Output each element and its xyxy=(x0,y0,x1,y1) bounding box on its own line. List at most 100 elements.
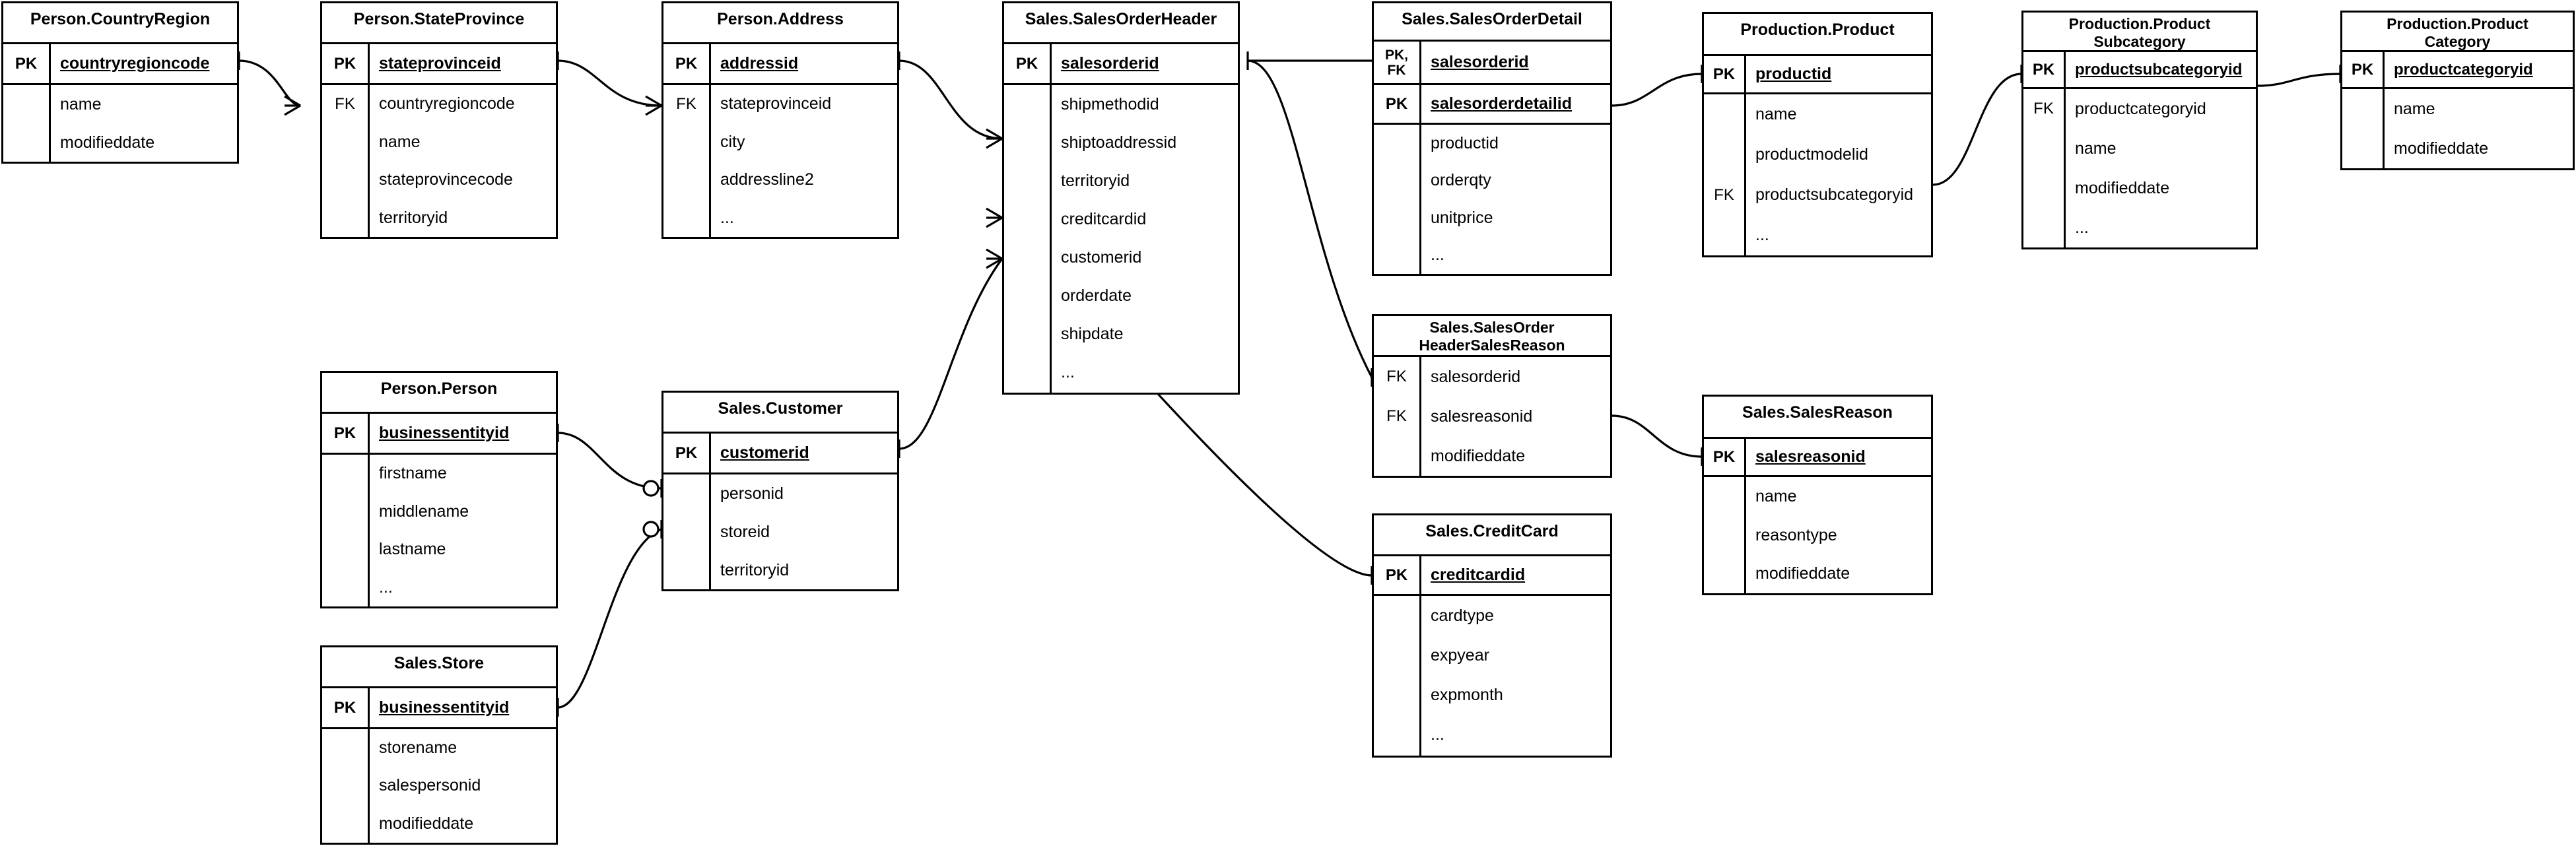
key-row: PK stateprovinceid xyxy=(322,44,556,85)
body-fields: name productmodelid productsubcategoryid… xyxy=(1746,94,1931,255)
key-tag: PK xyxy=(2342,52,2385,87)
body-fields: personid storeid territoryid xyxy=(711,474,897,589)
key-row: PK productcategoryid xyxy=(2342,52,2573,89)
field-tag xyxy=(663,123,709,162)
field-name: modifieddate xyxy=(2075,178,2170,197)
field-name: salespersonid xyxy=(379,776,481,795)
entity-productcategory[interactable]: Production.Product Category PK productca… xyxy=(2340,11,2575,170)
field-name: productcategoryid xyxy=(2075,99,2206,118)
field-name: ... xyxy=(1431,245,1444,265)
entity-body: storename salespersonid modifieddate xyxy=(322,729,556,843)
key-row: PK businessentityid xyxy=(322,414,556,455)
entity-body: firstname middlename lastname ... xyxy=(322,455,556,606)
body-tags xyxy=(663,474,711,589)
entity-customer[interactable]: Sales.Customer PK customerid personid st… xyxy=(661,391,899,591)
field-tag xyxy=(2023,208,2064,247)
field-name: shiptoaddressid xyxy=(1061,133,1177,152)
key-row: PK productid xyxy=(1704,56,1931,94)
field-tag xyxy=(1374,436,1419,476)
field-tag xyxy=(1704,215,1744,255)
entity-productsubcategory[interactable]: Production.Product Subcategory PK produc… xyxy=(2021,11,2258,249)
key-row: PK salesorderid xyxy=(1004,44,1238,85)
entity-salesorderdetail[interactable]: Sales.SalesOrderDetail PK, FK salesorder… xyxy=(1372,1,1612,276)
rel-soh-sohsr xyxy=(1247,59,1373,378)
field-tag xyxy=(3,123,49,162)
rel-stateprovince-address xyxy=(557,59,662,107)
field-tag xyxy=(1004,200,1050,238)
entity-countryregion[interactable]: Person.CountryRegion PK countryregioncod… xyxy=(1,1,239,164)
key-name: businessentityid xyxy=(379,698,510,717)
key-row: PK productsubcategoryid xyxy=(2023,52,2256,89)
key-tag: PK xyxy=(2023,52,2066,87)
field-tag xyxy=(322,531,368,569)
body-fields: productcategoryid name modifieddate ... xyxy=(2066,89,2256,247)
field-tag xyxy=(322,199,368,238)
field-tag xyxy=(1704,135,1744,175)
entity-sohsalesreason[interactable]: Sales.SalesOrder HeaderSalesReason FK FK… xyxy=(1372,314,1612,478)
key-tag: PK xyxy=(322,44,370,83)
field-tag xyxy=(322,455,368,493)
body-fields: salesorderid salesreasonid modifieddate xyxy=(1421,357,1610,476)
field-name: territoryid xyxy=(1061,171,1130,190)
entity-body: FK stateprovinceid city addressline2 ... xyxy=(663,85,897,237)
body-tags xyxy=(1004,85,1052,393)
field-name: salesreasonid xyxy=(1431,407,1533,426)
body-tags: FK FK xyxy=(1374,357,1421,476)
field-name: territoryid xyxy=(379,208,448,227)
field-tag xyxy=(1374,199,1419,237)
entity-title: Person.StateProvince xyxy=(322,3,556,44)
body-fields: shipmethodid shiptoaddressid territoryid… xyxy=(1052,85,1238,393)
field-name: unitprice xyxy=(1431,208,1493,227)
field-tag xyxy=(322,161,368,199)
entity-person[interactable]: Person.Person PK businessentityid firstn… xyxy=(320,371,558,608)
field-name: storeid xyxy=(720,522,770,541)
key-tag: PK xyxy=(1374,85,1421,123)
field-name: name xyxy=(60,94,102,114)
field-tag xyxy=(663,551,709,589)
entity-creditcard[interactable]: Sales.CreditCard PK creditcardid cardtyp… xyxy=(1372,513,1612,758)
field-name: ... xyxy=(379,577,393,597)
field-name: personid xyxy=(720,484,784,503)
entity-salesorderheader[interactable]: Sales.SalesOrderHeader PK salesorderid s… xyxy=(1002,1,1240,395)
key-tag: PK xyxy=(1004,44,1052,83)
entity-salesreason[interactable]: Sales.SalesReason PK salesreasonid name … xyxy=(1702,395,1933,595)
field-name: ... xyxy=(720,208,734,227)
field-tag xyxy=(1374,675,1419,715)
key-tag: PK xyxy=(1704,439,1746,475)
body-tags xyxy=(322,729,370,843)
entity-address[interactable]: Person.Address PK addressid FK stateprov… xyxy=(661,1,899,239)
field-tag xyxy=(1004,277,1050,315)
field-tag xyxy=(322,123,368,162)
field-name: modifieddate xyxy=(1755,564,1850,583)
body-tags xyxy=(1374,125,1421,274)
field-tag xyxy=(1704,554,1744,593)
entity-body: name reasontype modifieddate xyxy=(1704,477,1931,593)
rel-sohsr-salesreason xyxy=(1611,414,1703,458)
key-name: salesreasonid xyxy=(1755,447,1866,466)
entity-title: Production.Product xyxy=(1704,14,1931,56)
field-name: orderdate xyxy=(1061,286,1132,305)
field-name: stateprovincecode xyxy=(379,170,513,189)
field-tag xyxy=(322,805,368,843)
key-tag: PK xyxy=(1374,556,1421,594)
body-tags xyxy=(2342,89,2385,168)
entity-product[interactable]: Production.Product PK productid FK name … xyxy=(1702,12,1933,257)
entity-stateprovince[interactable]: Person.StateProvince PK stateprovinceid … xyxy=(320,1,558,239)
rel-address-salesorderheader xyxy=(898,59,1003,140)
field-name: productid xyxy=(1431,133,1499,152)
entity-title: Person.Address xyxy=(663,3,897,44)
entity-store[interactable]: Sales.Store PK businessentityid storenam… xyxy=(320,645,558,845)
field-tag: FK xyxy=(1386,407,1407,425)
card-zero-one-customer-storeid xyxy=(642,521,660,538)
body-tags: FK xyxy=(322,85,370,237)
entity-body: personid storeid territoryid xyxy=(663,474,897,589)
field-name: productmodelid xyxy=(1755,145,1868,164)
key-tag: PK xyxy=(3,44,51,83)
field-name: ... xyxy=(1431,725,1444,744)
field-tag xyxy=(1004,162,1050,200)
entity-body: name modifieddate xyxy=(3,85,237,162)
rel-store-customer xyxy=(557,528,662,709)
body-tags xyxy=(1704,477,1746,593)
field-name: creditcardid xyxy=(1061,209,1147,228)
